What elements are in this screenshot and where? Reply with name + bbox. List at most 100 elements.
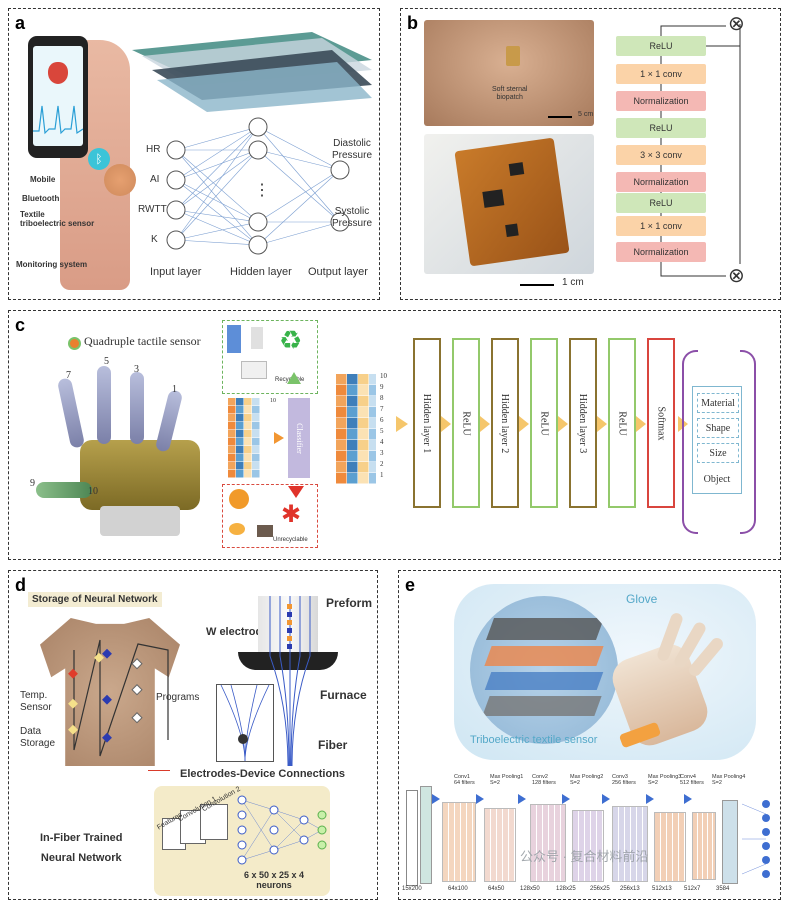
heatmap-cell: [252, 414, 260, 422]
w-electrodes-label: W electrodes: [206, 626, 275, 638]
down-arrow-icon: [288, 486, 304, 498]
electrode-zoom-lines: [220, 684, 270, 762]
heatmap-cell: [236, 438, 244, 446]
heatmap-cell: [236, 470, 244, 478]
heatmap-cell: [347, 462, 358, 473]
quadruple-sensor-label: Quadruple tactile sensor: [84, 334, 201, 348]
add-op-top: ⊗: [728, 13, 745, 35]
heatmap-cell: [336, 440, 347, 451]
output-diastolic: Diastolic Pressure: [332, 138, 373, 161]
grid-number: 3: [380, 449, 384, 457]
heatmap-cell: [244, 446, 252, 454]
textile-sensor-patch: [104, 164, 136, 196]
stage-title-maxpool4: Max Pooling4 S=2: [712, 774, 746, 786]
scale-1cm-label: 1 cm: [562, 277, 584, 288]
input-heatmap-grid-small: [228, 398, 260, 478]
robot-wrist: [100, 506, 180, 536]
grid-number: 6: [380, 416, 384, 424]
textile-layers-illustration: [132, 32, 372, 112]
hidden-layer-3: Hidden layer 3: [569, 338, 597, 508]
recyclable-box: ♻ Recyclable: [222, 320, 318, 394]
heatmap-cell: [347, 374, 358, 385]
stage-title-maxpool3: Max Pooling3 S=2: [648, 774, 682, 786]
heatmap-cell: [358, 473, 369, 484]
relu-layer-2: ReLU: [530, 338, 558, 508]
cnn-input: [406, 790, 418, 886]
softmax-layer: Softmax: [647, 338, 675, 508]
chip: [505, 223, 519, 238]
heatmap-cell: [236, 422, 244, 430]
scale-5cm-label: 5 cm: [578, 111, 594, 118]
dim-label: 256x25: [590, 886, 610, 892]
grid-number: 10: [270, 398, 276, 404]
finger-number-10: 10: [88, 486, 98, 497]
input-rwtt: RWTT: [138, 204, 167, 215]
finger-number-7: 7: [66, 370, 71, 381]
output-bracket-left: [682, 350, 698, 534]
heatmap-cell: [236, 414, 244, 422]
flow-chevron-icon: [558, 416, 568, 432]
relu-layer-3-label: ReLU: [616, 410, 628, 436]
phone-screen: [33, 46, 83, 146]
heatmap-cell: [369, 418, 376, 429]
grid-number: 1: [380, 471, 384, 479]
residual-connections: [660, 24, 741, 277]
heatmap-cell: [358, 451, 369, 462]
heatmap-cell: [252, 398, 260, 406]
panel-d-label: d: [15, 575, 26, 595]
recyclable-item-box: [241, 361, 267, 379]
unrecyclable-item-orange-peel: [229, 489, 249, 509]
grid-number: 10: [380, 372, 387, 380]
fully-connected-net: [237, 795, 327, 865]
recyclable-item-cup: [251, 327, 263, 349]
stage-title-maxpool2: Max Pooling2 S=2: [570, 774, 604, 786]
dim-label: 128x50: [520, 886, 540, 892]
unrecyclable-item-orange: [229, 523, 245, 535]
robotic-finger: [130, 372, 144, 444]
heatmap-cell: [244, 414, 252, 422]
arrow-right-icon: [646, 794, 654, 804]
flow-chevron-icon: [597, 416, 607, 432]
heatmap-cell: [228, 430, 236, 438]
heatmap-cell: [358, 374, 369, 385]
scale-bar-5cm: [548, 116, 572, 118]
classifier-box: Classifier: [288, 398, 310, 478]
heatmap-cell: [252, 462, 260, 470]
grid-number: 8: [380, 394, 384, 402]
up-arrow-icon: [287, 372, 301, 384]
chip: [508, 162, 525, 176]
output-material: Material: [697, 393, 739, 413]
bluetooth-label: Bluetooth: [22, 194, 60, 203]
furnace: [238, 652, 338, 670]
unrecyclable-label: Unrecyclable: [273, 537, 308, 543]
output-group: [692, 386, 742, 494]
heatmap-cell: [228, 438, 236, 446]
arrow-right-icon: [476, 794, 484, 804]
flow-chevron-icon: [636, 416, 646, 432]
flexible-pcb: [454, 137, 570, 267]
finger-number-9: 9: [30, 478, 35, 489]
heatmap-cell: [228, 454, 236, 462]
heatmap-cell: [347, 451, 358, 462]
add-op-bottom: ⊗: [728, 265, 745, 287]
heatmap-cell: [358, 385, 369, 396]
heatmap-cell: [358, 440, 369, 451]
cnn-stage: [612, 806, 648, 882]
input-hr: HR: [146, 144, 161, 155]
neurons-label: 6 x 50 x 25 x 4 neurons: [244, 870, 305, 890]
hidden-layer-1-label: Hidden layer 1: [421, 393, 433, 453]
heatmap-cell: [369, 473, 376, 484]
input-k: K: [151, 234, 158, 245]
heatmap-cell: [369, 429, 376, 440]
flow-chevron-icon: [480, 416, 490, 432]
output-object: Object: [703, 473, 731, 485]
grid-number: 5: [380, 427, 384, 435]
output-systolic: Systolic Pressure: [332, 206, 373, 229]
heatmap-cell: [358, 407, 369, 418]
arrow-right-icon: [602, 794, 610, 804]
robotic-finger: [97, 366, 111, 444]
output-bracket-right: [740, 350, 756, 534]
cnn-stage: [572, 810, 604, 882]
heatmap-cell: [347, 440, 358, 451]
hidden-ellipsis: ⋮: [254, 182, 270, 199]
